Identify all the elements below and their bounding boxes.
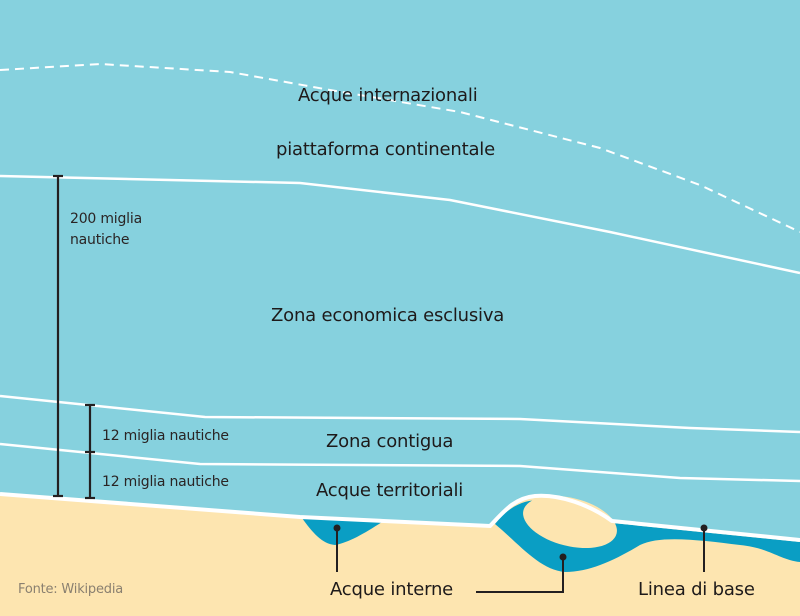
measure-200-miles <box>53 174 63 498</box>
label-international-waters: Acque internazionali <box>298 85 478 106</box>
contiguous-zone-boundary <box>0 442 800 483</box>
label-12-miles-contiguous: 12 miglia nautiche <box>102 428 229 444</box>
label-territorial-waters: Acque territoriali <box>316 480 464 501</box>
continental-shelf-boundary <box>0 62 800 233</box>
inner-water-bay <box>302 518 385 545</box>
measure-12-miles <box>85 403 95 500</box>
callout-leaders <box>336 528 705 593</box>
source-credit: Fonte: Wikipedia <box>18 582 124 597</box>
label-baseline: Linea di base <box>638 579 755 600</box>
label-eez: Zona economica esclusiva <box>271 305 505 326</box>
eez-outer-boundary <box>0 174 800 275</box>
label-200-miles-line2: nautiche <box>70 232 130 248</box>
coastline <box>0 492 800 542</box>
callout-dots <box>333 524 708 561</box>
label-continental-shelf: piattaforma continentale <box>276 139 495 160</box>
eez-inner-boundary <box>0 394 800 434</box>
label-12-miles-territorial: 12 miglia nautiche <box>102 474 229 490</box>
label-200-miles: 200 miglia <box>70 211 142 227</box>
label-internal-waters: Acque interne <box>330 579 454 600</box>
label-contiguous-zone: Zona contigua <box>326 431 454 452</box>
